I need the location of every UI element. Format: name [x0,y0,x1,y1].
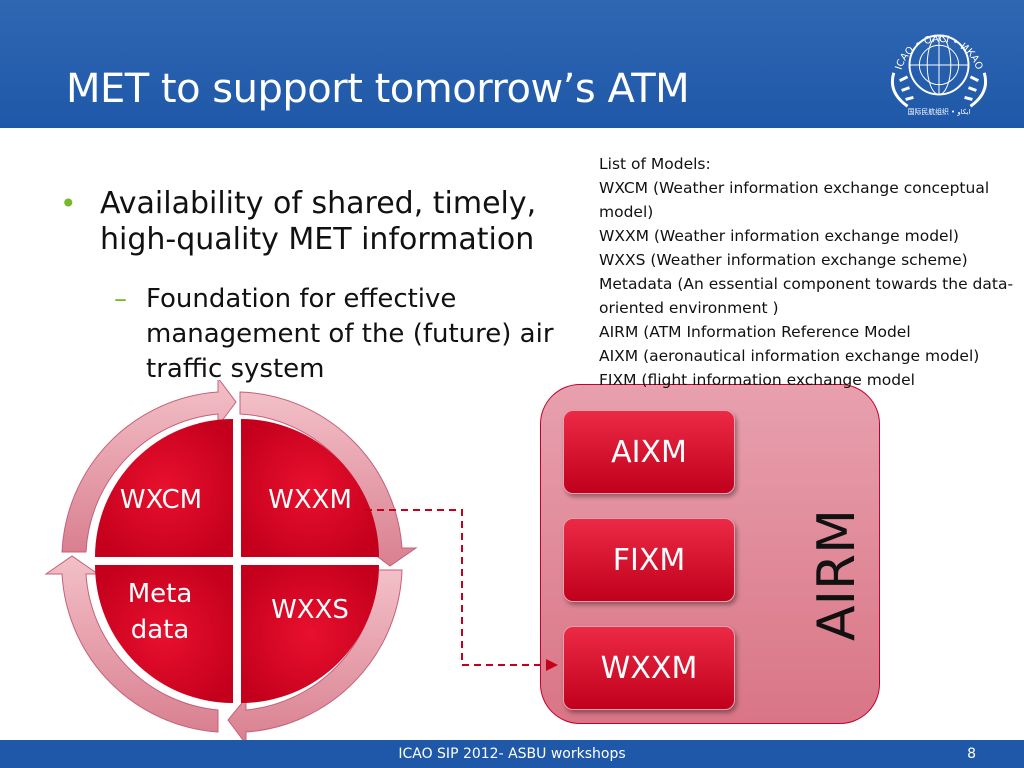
quadrant-label-wxxm: WXXM [268,485,352,515]
model-cycle-diagram: WXCM WXXM Meta data WXXS [44,380,418,745]
model-line-wxcm: WXCM (Weather information exchange conce… [599,179,990,221]
cycle-arrow-top-left [61,380,237,553]
quadrant-metadata [95,565,233,703]
cycle-arrow-bottom-left [44,555,219,733]
airm-item-aixm: AIXM [563,410,735,494]
airm-label: AIRM [807,509,867,641]
footer-text: ICAO SIP 2012- ASBU workshops [398,746,626,762]
model-line-wxxm: WXXM (Weather information exchange model… [599,227,959,245]
sub-bullet-text: Foundation for effective management of t… [146,284,554,384]
model-line-wxxs: WXXS (Weather information exchange schem… [599,251,968,269]
main-bullet-text: Availability of shared, timely, high-qua… [100,186,537,257]
models-list: List of Models: WXCM (Weather informatio… [599,152,1019,392]
slide-footer: ICAO SIP 2012- ASBU workshops 8 [0,740,1024,768]
models-heading: List of Models: [599,155,711,173]
icao-logo: ICAO • OACI • ИКАО 国际民航组织 • ايكاو [890,34,988,116]
airm-item-wxxm: WXXM [563,626,735,710]
quadrant-label-data: data [131,615,190,645]
dash-icon: – [114,284,127,314]
quadrant-wxxs [241,565,379,703]
quadrant-wxxm [241,419,379,557]
quadrant-label-wxcm: WXCM [120,485,202,515]
quadrant-label-meta: Meta [128,579,193,609]
slide-header: MET to support tomorrow’s ATM ICAO • OAC… [0,0,1024,128]
bullet-dot-icon: • [60,187,77,220]
model-line-fixm: FIXM (flight information exchange model [599,371,915,389]
page-number: 8 [967,746,976,762]
logo-bottom-text: 国际民航组织 • ايكاو [908,107,971,116]
model-line-aixm: AIXM (aeronautical information exchange … [599,347,980,365]
slide-title: MET to support tomorrow’s ATM [66,66,690,112]
quadrant-wxcm [95,419,233,557]
model-line-metadata: Metadata (An essential component towards… [599,275,1014,317]
quadrant-label-wxxs: WXXS [271,595,349,625]
model-line-airm: AIRM (ATM Information Reference Model [599,323,911,341]
airm-item-fixm: FIXM [563,518,735,602]
